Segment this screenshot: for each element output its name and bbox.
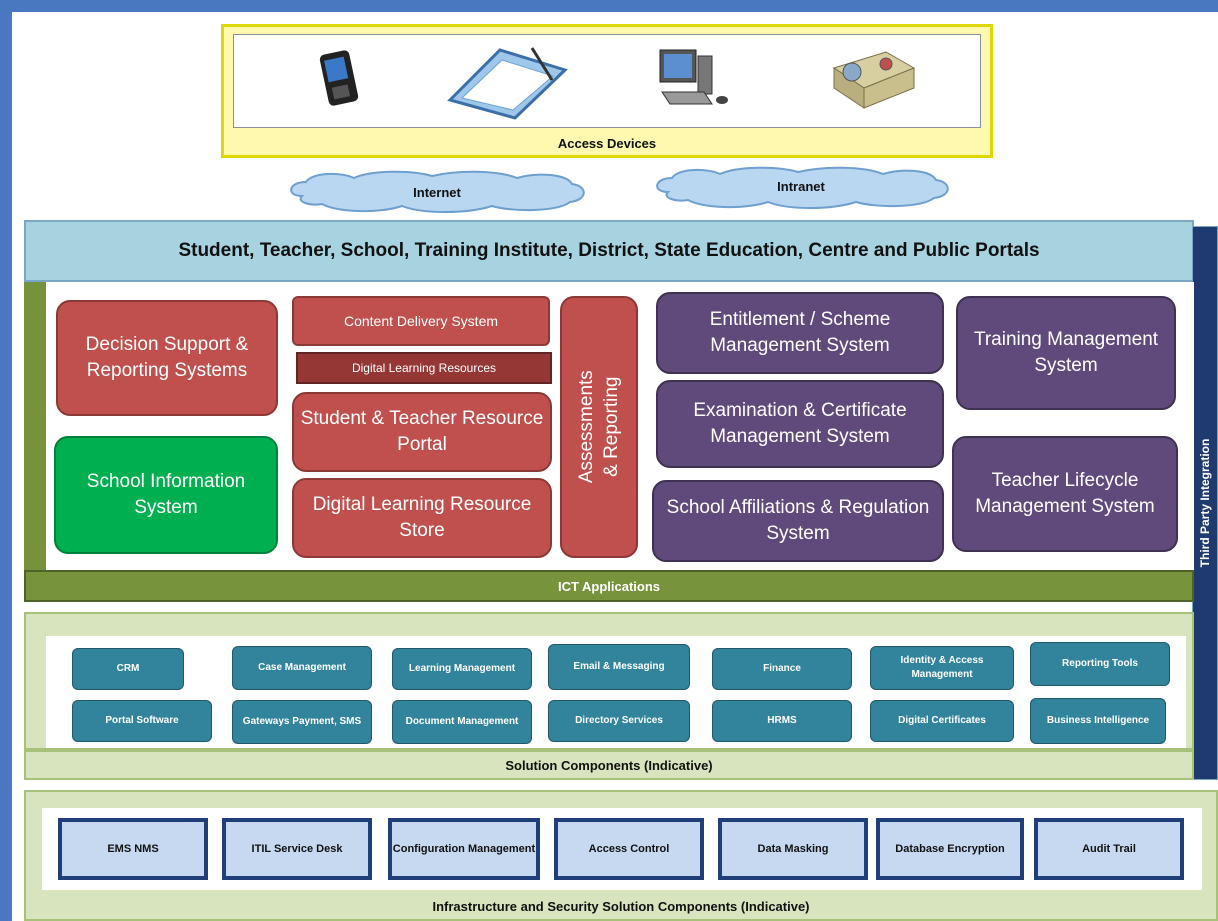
assessments-reporting-box: Assessments & Reporting xyxy=(560,296,638,558)
internet-label: Internet xyxy=(413,184,461,200)
solution-learning-management: Learning Management xyxy=(392,648,532,690)
solution-hrms: HRMS xyxy=(712,700,852,742)
digital-learning-resources-box: Digital Learning Resources xyxy=(296,352,552,384)
ict-applications-label: ICT Applications xyxy=(24,570,1194,602)
projector-icon xyxy=(832,51,916,109)
solution-components-label: Solution Components (Indicative) xyxy=(24,750,1194,780)
solution-gateways: Gateways Payment, SMS xyxy=(232,700,372,744)
infra-ems-nms: EMS NMS xyxy=(58,818,208,880)
affiliations-box: School Affiliations & Regulation System xyxy=(652,480,944,562)
infra-audit-trail: Audit Trail xyxy=(1034,818,1184,880)
frame-left-border xyxy=(0,0,12,921)
assessments-reporting-label: Assessments & Reporting xyxy=(575,370,622,484)
intranet-label: Intranet xyxy=(777,178,825,194)
third-party-integration-bar: Third Party Integration xyxy=(1192,226,1218,780)
decision-support-box: Decision Support & Reporting Systems xyxy=(56,300,278,416)
infrastructure-label: Infrastructure and Security Solution Com… xyxy=(432,899,810,914)
solution-email-messaging: Email & Messaging xyxy=(548,644,690,690)
third-party-integration-label: Third Party Integration xyxy=(1198,438,1212,568)
frame-top-border xyxy=(0,0,1218,12)
infra-database-encryption: Database Encryption xyxy=(876,818,1024,880)
solution-finance: Finance xyxy=(712,648,852,690)
infra-access-control: Access Control xyxy=(554,818,704,880)
solution-case-management: Case Management xyxy=(232,646,372,690)
training-management-box: Training Management System xyxy=(956,296,1176,410)
solution-document-management: Document Management xyxy=(392,700,532,744)
intranet-cloud-icon xyxy=(656,166,949,209)
tablet-pen-icon xyxy=(447,47,568,120)
solution-reporting-tools: Reporting Tools xyxy=(1030,642,1170,686)
solution-business-intelligence: Business Intelligence xyxy=(1030,698,1166,744)
content-delivery-box: Content Delivery System xyxy=(292,296,550,346)
desktop-computer-icon xyxy=(659,49,728,105)
solution-crm: CRM xyxy=(72,648,184,690)
portals-bar: Student, Teacher, School, Training Insti… xyxy=(24,220,1194,282)
school-information-system-box: School Information System xyxy=(54,436,278,554)
solution-digital-certificates: Digital Certificates xyxy=(870,700,1014,742)
resource-portal-box: Student & Teacher Resource Portal xyxy=(292,392,552,472)
examination-box: Examination & Certificate Management Sys… xyxy=(656,380,944,468)
internet-cloud-icon xyxy=(290,170,585,213)
solution-portal-software: Portal Software xyxy=(72,700,212,742)
infra-data-masking: Data Masking xyxy=(718,818,868,880)
teacher-lifecycle-box: Teacher Lifecycle Management System xyxy=(952,436,1178,552)
resource-store-box: Digital Learning Resource Store xyxy=(292,478,552,558)
ict-side-bar xyxy=(24,282,46,570)
infra-configuration-management: Configuration Management xyxy=(388,818,540,880)
solution-directory-services: Directory Services xyxy=(548,700,690,742)
access-devices-label: Access Devices xyxy=(557,135,657,151)
infra-itil-service-desk: ITIL Service Desk xyxy=(222,818,372,880)
mobile-phone-icon xyxy=(319,50,359,106)
solution-identity-access: Identity & Access Management xyxy=(870,646,1014,690)
entitlement-box: Entitlement / Scheme Management System xyxy=(656,292,944,374)
